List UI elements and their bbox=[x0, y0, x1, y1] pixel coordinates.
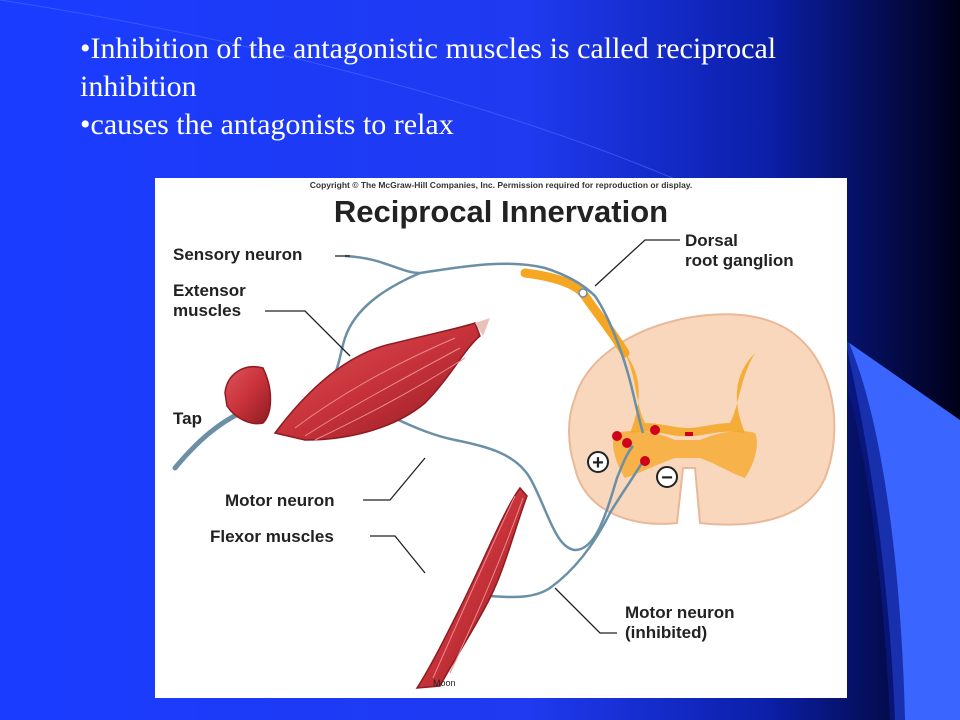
plus-symbol: + bbox=[592, 452, 604, 474]
minus-symbol: − bbox=[661, 467, 673, 489]
label-motor-inhibited-2: (inhibited) bbox=[625, 623, 707, 642]
reflex-hammer bbox=[172, 366, 272, 471]
spinal-cord bbox=[568, 313, 836, 526]
artist-credit: Moon bbox=[433, 678, 456, 688]
inhibitory-sign bbox=[656, 466, 678, 488]
bullet-list: •Inhibition of the antagonistic muscles … bbox=[80, 30, 840, 144]
bullet-dot: • bbox=[80, 32, 91, 65]
leader-lines bbox=[265, 239, 680, 634]
label-sensory-neuron: Sensory neuron bbox=[173, 245, 302, 264]
label-dorsal-root-2: root ganglion bbox=[685, 251, 794, 270]
bullet-1-text: Inhibition of the antagonistic muscles i… bbox=[80, 32, 777, 103]
label-extensor-1: Extensor bbox=[173, 281, 246, 300]
label-dorsal-root-1: Dorsal bbox=[685, 231, 738, 250]
label-tap: Tap bbox=[173, 409, 202, 428]
bullet-2-text: causes the antagonists to relax bbox=[90, 108, 454, 141]
figure-title: Reciprocal Innervation bbox=[334, 194, 668, 229]
reciprocal-innervation-figure: Copyright © The McGraw-Hill Companies, I… bbox=[155, 178, 847, 698]
excitatory-sign bbox=[587, 451, 609, 473]
label-extensor-2: muscles bbox=[173, 301, 241, 320]
bullet-2: •causes the antagonists to relax bbox=[80, 106, 840, 144]
figure-illustration: Copyright © The McGraw-Hill Companies, I… bbox=[172, 180, 836, 689]
bullet-1: •Inhibition of the antagonistic muscles … bbox=[80, 30, 840, 106]
copyright-text: Copyright © The McGraw-Hill Companies, I… bbox=[310, 180, 693, 190]
label-motor-inhibited-1: Motor neuron bbox=[625, 603, 735, 622]
synapse-markers bbox=[612, 425, 660, 466]
bullet-dot: • bbox=[80, 108, 91, 141]
label-motor-neuron: Motor neuron bbox=[225, 491, 335, 510]
label-flexor-muscles: Flexor muscles bbox=[210, 527, 334, 546]
extensor-muscle bbox=[273, 318, 490, 441]
flexor-muscle bbox=[415, 486, 528, 689]
